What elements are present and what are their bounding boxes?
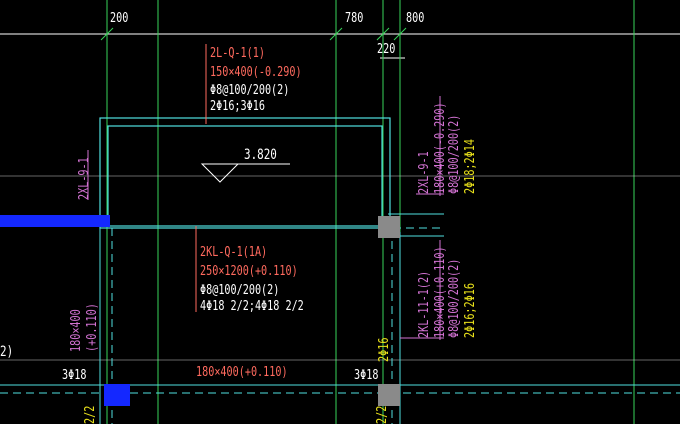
right-beam2-size: 180×400(+0.110) (433, 246, 448, 338)
dim-tick (100, 27, 114, 41)
beam-mid-stirrup: Φ8@100/200(2) (200, 283, 280, 298)
beam-mid-name: 2KL-Q-1(1A) (200, 245, 268, 260)
dim-tick (329, 27, 343, 41)
beam-top-name: 2L-Q-1(1) (210, 46, 265, 61)
frac-left: 2/2 (83, 405, 98, 424)
beam-outline-inner (107, 125, 383, 227)
right-beam1-bars: 2Φ18;2Φ14 (463, 139, 478, 194)
blue-beam-left (0, 215, 110, 227)
bar-label-right: 3Φ18 (354, 368, 379, 383)
beam-top-size: 150×400(-0.290) (210, 65, 302, 80)
bar-label-left: 3Φ18 (62, 368, 87, 383)
left-beam-size1: 180×400 (69, 309, 84, 352)
right-beam2-bars: 2Φ16;2Φ16 (463, 283, 478, 338)
beam-bottom-size: 180×400(+0.110) (196, 365, 288, 380)
right-beam1-name: 2XL-9-1 (417, 151, 432, 194)
column-bottom-right (378, 384, 400, 406)
beam-top-bars: 2Φ16;3Φ16 (210, 99, 265, 114)
dim-tick (393, 27, 407, 41)
beam-mid-size: 250×1200(+0.110) (200, 264, 298, 279)
beam-top-stirrup: Φ8@100/200(2) (210, 83, 290, 98)
left-beam-size2: (+0.110) (85, 303, 100, 352)
beam-mid-bars: 4Φ18 2/2;4Φ18 2/2 (200, 299, 304, 314)
left-beam-name: 2XL-9-1 (77, 157, 92, 200)
beam-outline-outer (99, 117, 391, 229)
frac-right: 2/2 (375, 405, 390, 424)
dim-780: 780 (345, 11, 364, 26)
dim-200: 200 (110, 11, 129, 26)
elevation-marker-icon (200, 163, 240, 183)
dim-220: 220 (377, 42, 396, 57)
right-beam2-name: 2KL-11-1(2) (417, 270, 432, 338)
right-beam2-stirrup: Φ8@100/200(2) (447, 258, 462, 338)
edge-label: 2) (0, 344, 14, 360)
blue-column (104, 384, 130, 406)
elevation-label: 3.820 (244, 147, 277, 163)
column-top-right (378, 216, 400, 238)
right-beam1-stirrup: Φ8@100/200(2) (447, 114, 462, 194)
right-beam1-size: 180×400(-0.290) (433, 102, 448, 194)
dim-800: 800 (406, 11, 425, 26)
vertical-bar-label: 2Φ16 (377, 337, 392, 362)
dim-tick (376, 27, 390, 41)
